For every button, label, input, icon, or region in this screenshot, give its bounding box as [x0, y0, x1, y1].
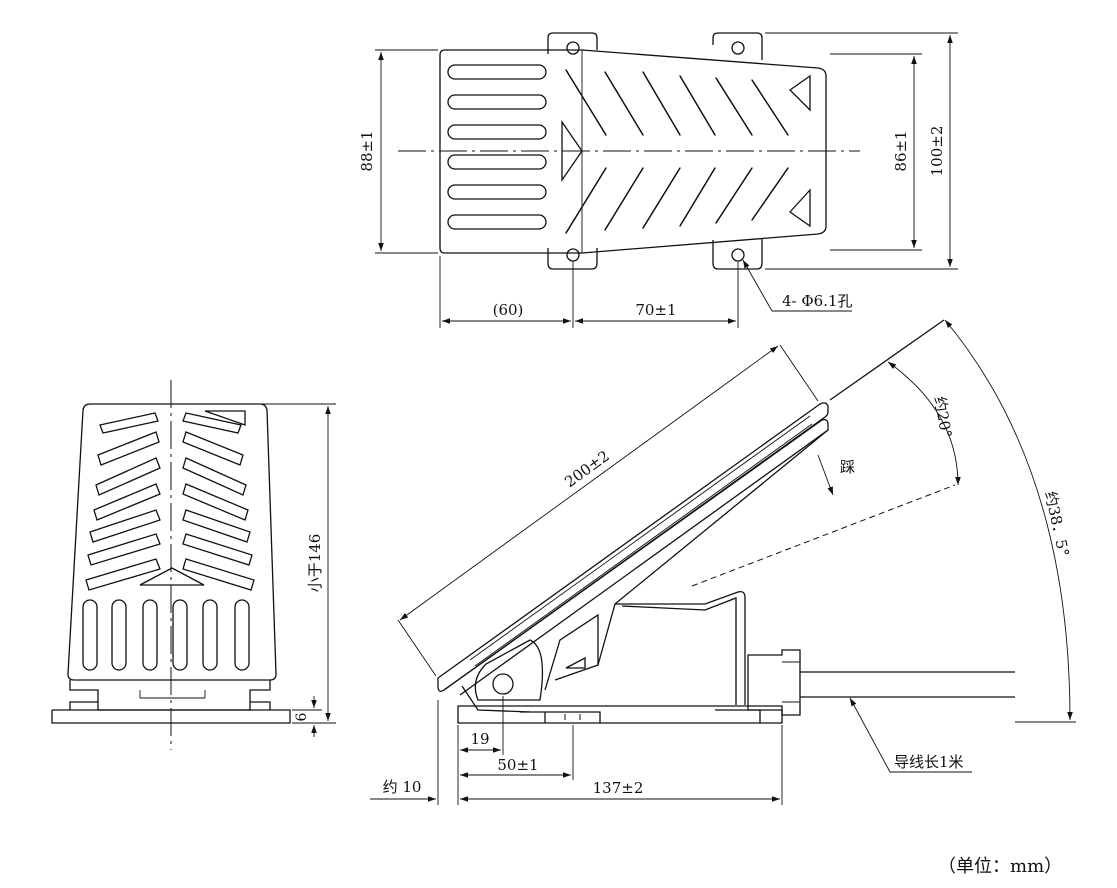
dim-88: 88±1	[358, 130, 376, 171]
side-view: 200±2 踩 约20° 约38．5° 19 50±1 137±2 约 10 导…	[370, 319, 1076, 805]
press-label: 踩	[840, 458, 855, 476]
dim-19: 19	[470, 730, 489, 748]
top-horizontal-slots	[447, 64, 547, 230]
dim-50: 50±1	[497, 756, 538, 774]
angle-38: 约38．5°	[1041, 490, 1072, 558]
dim-6: 6	[294, 712, 310, 721]
dim-146: 小于146	[306, 534, 324, 593]
dim-137: 137±2	[593, 779, 644, 797]
top-diagonal-slots-lower	[565, 167, 811, 234]
mount-hole-icon	[566, 41, 580, 55]
cable-gland	[747, 649, 801, 716]
dim-60: (60)	[493, 301, 524, 319]
dim-86: 86±1	[892, 130, 910, 171]
dim-100: 100±2	[928, 126, 946, 177]
side-pedal-slots	[469, 415, 813, 667]
angle-20: 约20°	[930, 395, 955, 439]
side-base	[457, 705, 783, 724]
top-pedal-outline	[439, 49, 827, 254]
front-pedal-outline	[67, 403, 277, 681]
top-view: 88±1 86±1 100±2 (60) 70±1 4- Φ6.1孔	[358, 32, 958, 328]
mount-hole-icon	[731, 41, 745, 55]
side-pedal-top	[437, 402, 829, 692]
front-view: 小于146 6	[51, 380, 336, 750]
holes-label: 4- Φ6.1孔	[782, 292, 853, 310]
front-base	[69, 680, 271, 711]
mount-hole-icon	[731, 248, 745, 262]
front-diagonal-slots	[85, 410, 255, 591]
top-diagonal-slots-upper	[565, 69, 811, 136]
pivot-icon	[492, 673, 514, 695]
cable-label: 导线长1米	[894, 753, 964, 771]
unit-note: （单位：mm）	[938, 856, 1062, 877]
front-vertical-slots	[82, 599, 250, 671]
mount-hole-icon	[566, 248, 580, 262]
dim-10: 约 10	[383, 778, 422, 796]
top-mounting-tabs	[547, 32, 763, 270]
dim-70: 70±1	[635, 301, 676, 319]
